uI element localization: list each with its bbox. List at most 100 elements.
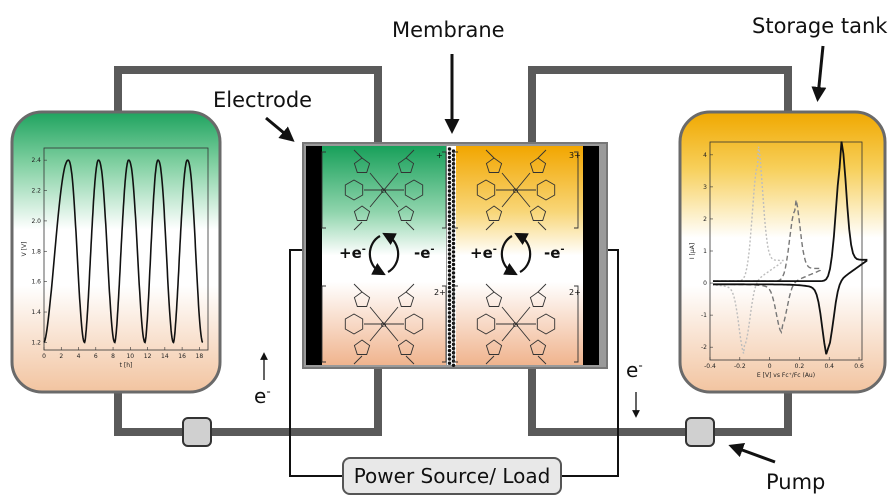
power-source-load-box: Power Source/ Load [342, 457, 562, 495]
membrane-dot [447, 172, 452, 176]
pyrazole-ring [485, 157, 503, 173]
pyrazole-ring [353, 157, 371, 173]
membrane-dot [451, 279, 456, 283]
left-redox-cycle [368, 232, 400, 276]
membrane-dot [451, 199, 456, 204]
right-pump [685, 417, 715, 447]
charge-bottom-right: 2+ [569, 288, 581, 297]
right-plot-ytick-label: 4 [703, 152, 707, 159]
membrane-dot [447, 327, 452, 332]
right-plot-ylabel: I [μA] [689, 243, 696, 259]
left-reduction-label: +e- [339, 244, 366, 262]
membrane-dot [451, 262, 456, 267]
membrane-dot [451, 325, 456, 330]
pyrazole-ring [485, 339, 503, 355]
membrane-dot [447, 185, 452, 189]
methyl-groups [485, 149, 547, 231]
membrane-dot [451, 351, 456, 355]
membrane-dot [447, 159, 452, 164]
left-plot-xtick-label: 8 [111, 353, 115, 360]
left-plot-ytick-label: 1.2 [31, 339, 41, 346]
right-redox-cycle [500, 232, 532, 276]
membrane-dot [447, 222, 452, 227]
membrane-dot [447, 319, 452, 323]
electrode-arrow [265, 116, 295, 142]
membrane-dot [451, 338, 456, 342]
right-oxidation-label: -e- [544, 244, 565, 262]
pyrazole-ring [397, 157, 415, 173]
membrane-dot [451, 237, 456, 241]
storage-tank-label: Storage tank [752, 14, 888, 38]
left-plot-ylabel: V [V] [21, 242, 28, 257]
membrane-dot [447, 315, 452, 319]
right-plot-xlabel: E [V] vs Fc⁺/Fc (Au) [757, 372, 815, 379]
metal-center-label: Cr [381, 188, 388, 195]
membrane-dot [447, 336, 452, 340]
membrane-dot [451, 153, 456, 157]
membrane-dot [447, 290, 452, 294]
bracket-left [453, 151, 458, 229]
power-source-label: Power Source/ Load [353, 464, 551, 488]
left-plot-xtick-label: 12 [144, 353, 152, 360]
left-oxidation-label: -e- [414, 244, 435, 262]
membrane-dot [447, 323, 452, 328]
membrane-dot [447, 311, 452, 315]
membrane-dot [447, 344, 452, 349]
membrane-dot [447, 357, 452, 361]
methyl-groups [353, 149, 415, 231]
pipe-left-top [114, 66, 382, 142]
pyrazole-ring [485, 291, 503, 307]
membrane-dot [451, 313, 456, 317]
membrane-dot [451, 292, 456, 296]
membrane-dot [451, 166, 456, 170]
bracket-right [574, 285, 579, 363]
pyrazole-ring [353, 205, 371, 221]
right-reduction-label: +e- [470, 244, 497, 262]
membrane-dot [447, 239, 452, 244]
membrane-dot [447, 256, 452, 260]
membrane-dot [447, 340, 452, 344]
membrane-dot [447, 227, 452, 231]
molecule-top-left: Cr [321, 149, 447, 231]
membrane-dot [447, 189, 452, 193]
left-plot-xlabel: t [h] [120, 362, 133, 369]
pyrazole-ring [353, 339, 371, 355]
membrane-dot [447, 302, 452, 307]
membrane-dot [451, 233, 456, 237]
pyridine-ring [404, 179, 424, 201]
membrane-dot [451, 355, 456, 359]
right-plot-xtick-label: -0.2 [734, 363, 746, 370]
membrane-dot [447, 168, 452, 172]
left-plot-xtick-label: 14 [161, 353, 169, 360]
right-plot-ytick-label: -2 [701, 344, 707, 351]
membrane-dot [451, 300, 456, 304]
membrane-dot [447, 197, 452, 202]
right-plot-ytick-label: 3 [703, 184, 707, 191]
left-plot-xtick-label: 4 [77, 353, 81, 360]
membrane-dot [451, 296, 456, 300]
storage-tank-arrow [811, 45, 827, 102]
membrane-dot [451, 170, 456, 174]
pyrazole-ring [353, 291, 371, 307]
membrane-dot [451, 191, 456, 195]
molecule-top-right: Cr [453, 149, 579, 231]
membrane-dot [447, 214, 452, 218]
membrane-dot [447, 243, 452, 248]
left-plot-xtick-label: 6 [94, 353, 98, 360]
pyridine-ring [344, 179, 364, 201]
bracket-left [453, 285, 458, 363]
membrane-body [447, 146, 456, 365]
membrane-dot [451, 212, 456, 216]
membrane-dot [451, 275, 456, 279]
right-plot-ytick-label: 0 [703, 280, 707, 287]
membrane-dot [447, 193, 452, 197]
pipe-right-bottom [528, 368, 792, 436]
left-plot-xtick-label: 0 [42, 353, 46, 360]
metal-bonds [364, 172, 404, 208]
pipes [114, 66, 792, 436]
membrane-dot [451, 321, 456, 325]
left-plot-xtick-label: 16 [178, 353, 186, 360]
